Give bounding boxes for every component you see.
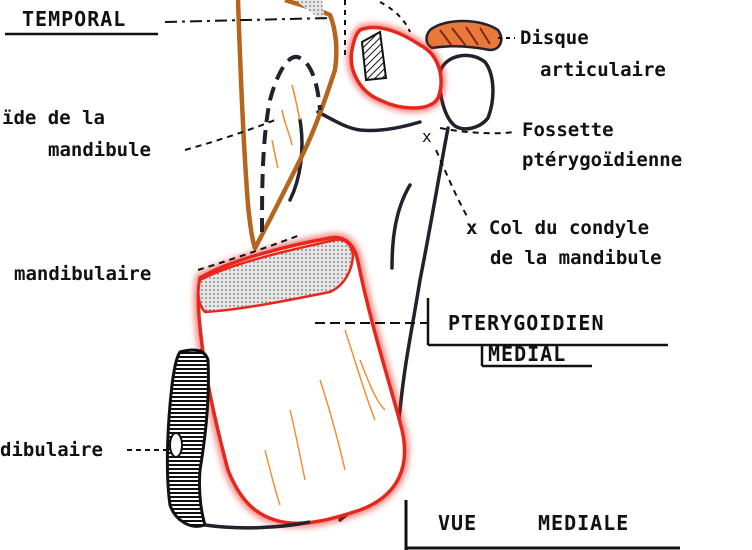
- label-pterygoidienne: ptérygoïdienne: [522, 149, 682, 171]
- label-mandibulaire: mandibulaire: [14, 263, 151, 285]
- label-col-condyle: x Col du condyle: [466, 217, 649, 239]
- medial-pterygoid-muscle: [198, 237, 404, 523]
- label-mediale: MEDIALE: [538, 511, 629, 535]
- temporal-muscle: [238, 0, 336, 248]
- label-dibulaire: dibulaire: [0, 439, 103, 461]
- label-coronoide-mandibule: mandibule: [48, 139, 151, 161]
- svg-text:x: x: [422, 127, 432, 146]
- label-vue: VUE: [438, 511, 477, 535]
- label-fossette: Fossette: [522, 119, 614, 141]
- label-col-mandibule: de la mandibule: [490, 247, 662, 269]
- label-coronoide: ïde de la: [2, 107, 105, 129]
- label-articulaire: articulaire: [540, 59, 666, 81]
- condyle: [440, 55, 493, 128]
- label-temporal: TEMPORAL: [22, 7, 126, 31]
- label-pterygoidien: PTERYGOIDIEN: [448, 311, 605, 335]
- coronoid-process: [262, 57, 320, 232]
- label-medial: MEDIAL: [488, 342, 566, 366]
- articular-disc: [426, 21, 501, 50]
- label-disque: Disque: [520, 27, 589, 49]
